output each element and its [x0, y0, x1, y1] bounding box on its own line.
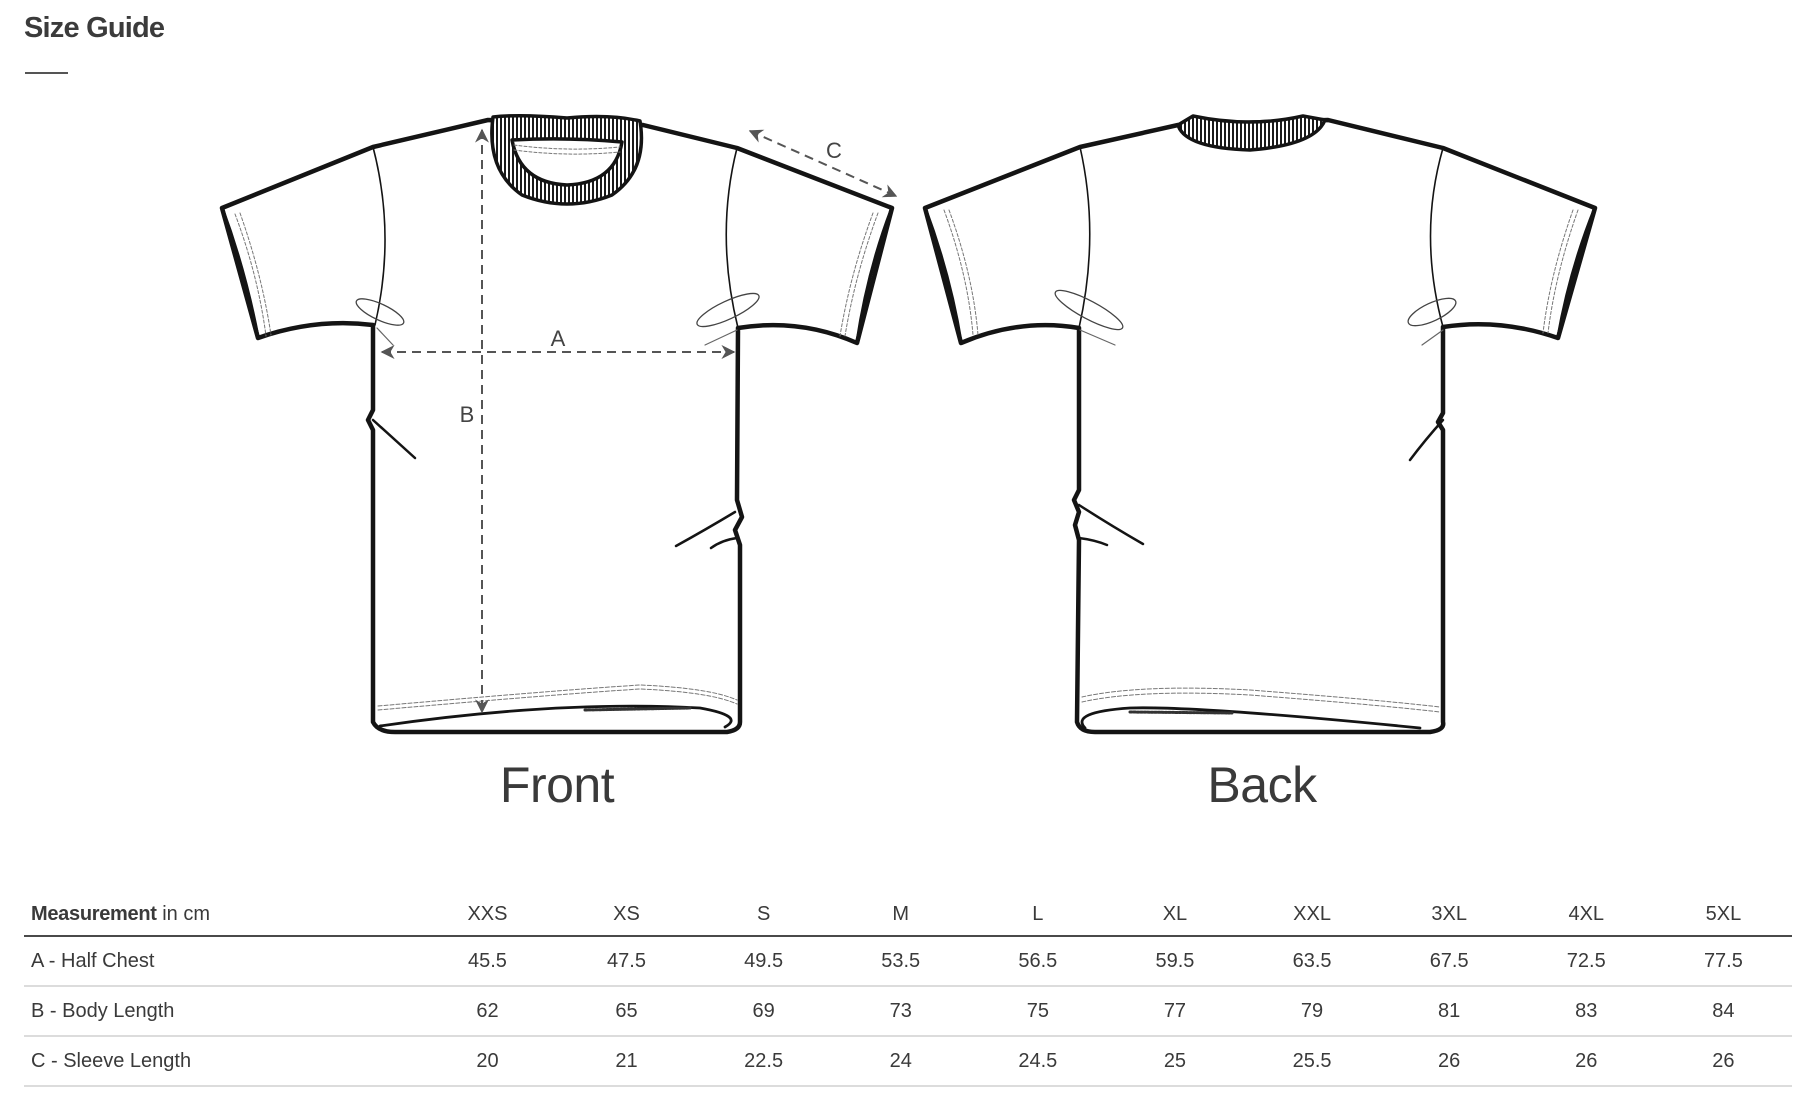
- size-table: Measurement in cm XXS XS S M L XL XXL 3X…: [24, 893, 1792, 1087]
- cell-value: 59.5: [1106, 937, 1244, 987]
- cell-value: 67.5: [1380, 937, 1518, 987]
- cell-value: 79: [1243, 987, 1381, 1037]
- dimension-b-label: B: [460, 402, 475, 427]
- table-header-row: Measurement in cm XXS XS S M L XL XXL 3X…: [24, 893, 1792, 937]
- cell-value: 69: [695, 987, 833, 1037]
- cell-value: 72.5: [1517, 937, 1655, 987]
- dimension-c-arrow: [748, 129, 898, 198]
- size-header-l: L: [969, 893, 1107, 937]
- cell-value: 24: [832, 1037, 970, 1087]
- front-tshirt: [219, 113, 895, 735]
- size-header-5xl: 5XL: [1654, 893, 1792, 937]
- cell-value: 26: [1654, 1037, 1792, 1087]
- size-header-xl: XL: [1106, 893, 1244, 937]
- back-view-label: Back: [1207, 757, 1317, 813]
- cell-value: 22.5: [695, 1037, 833, 1087]
- front-body-outline: [219, 117, 895, 735]
- cell-value: 62: [417, 987, 558, 1037]
- front-view-label: Front: [499, 757, 615, 813]
- cell-value: 49.5: [695, 937, 833, 987]
- cell-value: 77.5: [1654, 937, 1792, 987]
- size-header-xs: XS: [557, 893, 696, 937]
- measurement-header-unit: in cm: [156, 902, 210, 925]
- table-row: C - Sleeve Length 20 21 22.5 24 24.5 25 …: [24, 1037, 1792, 1087]
- cell-value: 81: [1380, 987, 1518, 1037]
- size-header-4xl: 4XL: [1517, 893, 1655, 937]
- front-dimensions: [380, 128, 898, 714]
- title-underline: [25, 72, 68, 74]
- back-tshirt: [922, 114, 1598, 735]
- cell-value: 53.5: [832, 937, 970, 987]
- size-header-xxs: XXS: [417, 893, 558, 937]
- size-header-3xl: 3XL: [1380, 893, 1518, 937]
- row-label: A - Half Chest: [24, 937, 417, 987]
- cell-value: 45.5: [417, 937, 558, 987]
- back-collar: [1176, 114, 1327, 152]
- cell-value: 26: [1380, 1037, 1518, 1087]
- cell-value: 63.5: [1243, 937, 1381, 987]
- back-body-outline: [922, 117, 1598, 735]
- row-label: C - Sleeve Length: [24, 1037, 417, 1087]
- cell-value: 65: [557, 987, 696, 1037]
- cell-value: 77: [1106, 987, 1244, 1037]
- cell-value: 21: [557, 1037, 696, 1087]
- front-collar: [490, 113, 644, 206]
- cell-value: 24.5: [969, 1037, 1107, 1087]
- cell-value: 83: [1517, 987, 1655, 1037]
- page-title: Size Guide: [24, 12, 165, 44]
- table-row: A - Half Chest 45.5 47.5 49.5 53.5 56.5 …: [24, 937, 1792, 987]
- cell-value: 26: [1517, 1037, 1655, 1087]
- tshirt-illustration: A B C: [219, 113, 1598, 735]
- measurement-header: Measurement in cm: [24, 893, 417, 937]
- table-row: B - Body Length 62 65 69 73 75 77 79 81 …: [24, 987, 1792, 1037]
- cell-value: 75: [969, 987, 1107, 1037]
- cell-value: 56.5: [969, 937, 1107, 987]
- cell-value: 47.5: [557, 937, 696, 987]
- dimension-a-label: A: [551, 326, 566, 351]
- cell-value: 25: [1106, 1037, 1244, 1087]
- size-header-s: S: [695, 893, 833, 937]
- dimension-c-label: C: [826, 138, 842, 163]
- cell-value: 84: [1654, 987, 1792, 1037]
- row-label: B - Body Length: [24, 987, 417, 1037]
- size-header-xxl: XXL: [1243, 893, 1381, 937]
- cell-value: 73: [832, 987, 970, 1037]
- cell-value: 20: [417, 1037, 558, 1087]
- cell-value: 25.5: [1243, 1037, 1381, 1087]
- measurement-header-bold: Measurement: [31, 902, 157, 925]
- size-header-m: M: [832, 893, 970, 937]
